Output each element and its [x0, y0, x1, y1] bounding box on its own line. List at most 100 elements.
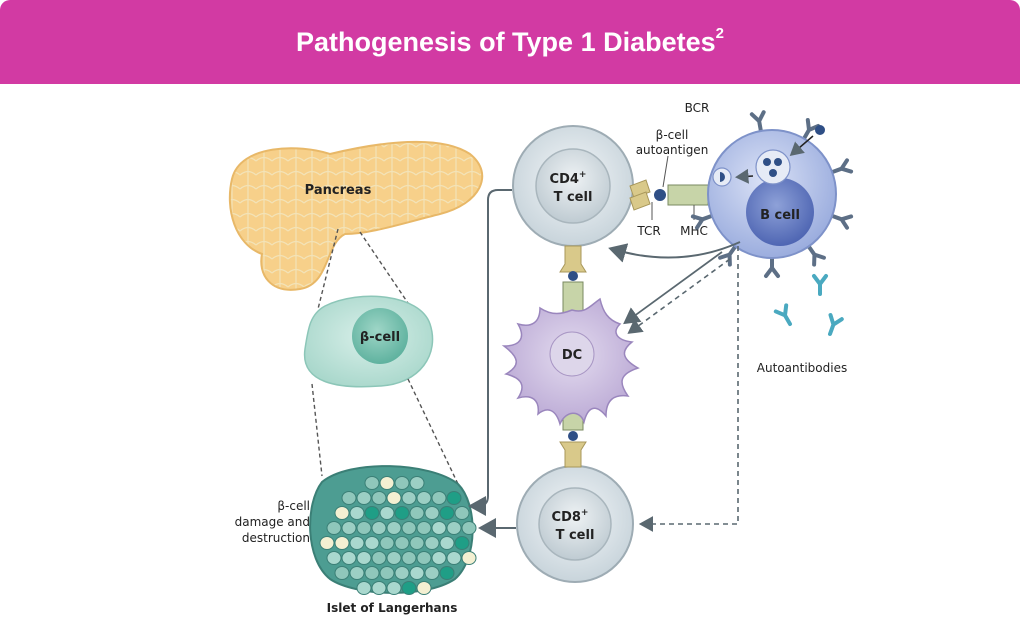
islet-cell [371, 521, 387, 535]
islet-cell [416, 581, 432, 595]
islet-cell [394, 506, 410, 520]
islet-cell [349, 566, 365, 580]
islet-cell [431, 551, 447, 565]
islet-cell [364, 506, 380, 520]
islet-cell [461, 521, 477, 535]
cd4-label-line2: T cell [554, 190, 593, 205]
bcell-to-cd8-arrow [638, 246, 739, 532]
title-footnote: 2 [715, 24, 724, 42]
pancreas-label: Pancreas [305, 183, 372, 198]
zoom-lines-bottom [311, 378, 459, 485]
cd8-t-cell: CD8+ T cell [516, 465, 634, 583]
cd4-t-cell: CD4+ T cell [512, 125, 634, 247]
islet-cell [326, 551, 342, 565]
endosome [755, 149, 791, 185]
islet-cell [394, 566, 410, 580]
islet-cell [394, 476, 410, 490]
islet-cell [364, 566, 380, 580]
islet-cell [379, 506, 395, 520]
islet-cell [371, 551, 387, 565]
bcell-to-dc-arrow [623, 251, 723, 325]
bcr-receptor [830, 213, 854, 230]
svg-text:CD8+: CD8+ [552, 508, 589, 525]
damage-label-line1: β-cell [277, 499, 310, 513]
islet-cell [401, 491, 417, 505]
islet-cell [356, 581, 372, 595]
autoantigen-label-line1: β-cell [656, 128, 689, 142]
islet-cell [379, 566, 395, 580]
islet-cell [431, 491, 447, 505]
islet-cell [401, 581, 417, 595]
islet-cell [371, 581, 387, 595]
svg-text:CD4+: CD4+ [550, 170, 587, 187]
cd4-label-line1: CD4 [550, 172, 579, 187]
bcr-receptor [830, 158, 854, 175]
islet-cell [319, 536, 335, 550]
cd8-label-line1: CD8 [552, 510, 581, 525]
bcr-receptor [806, 244, 826, 267]
islet-cell [341, 551, 357, 565]
cd4-nucleus [535, 148, 611, 224]
bcr-receptor [749, 110, 766, 133]
islet-cell [341, 521, 357, 535]
cd4-to-islet-arrow [468, 189, 512, 516]
islet-cell [416, 491, 432, 505]
bcell-to-cd4-arrow [608, 241, 741, 263]
bcr-label: BCR [685, 101, 710, 115]
islet-cell [386, 521, 402, 535]
islet-cell [439, 566, 455, 580]
header-banner: Pathogenesis of Type 1 Diabetes2 [0, 0, 1020, 84]
beta-cell-label: β-cell [360, 330, 400, 345]
islet-cell [364, 536, 380, 550]
dendritic-cell: DC [501, 297, 640, 427]
islet-cells [319, 476, 477, 595]
islet-cell [446, 521, 462, 535]
beta-cell-nucleus [352, 308, 408, 364]
damage-label-line2: damage and [235, 515, 310, 529]
bcr-receptors [690, 110, 854, 278]
damage-label: β-cell damage and destruction [235, 499, 310, 545]
page-title: Pathogenesis of Type 1 Diabetes2 [296, 24, 724, 58]
islet-cell [454, 536, 470, 550]
islet-cell [424, 536, 440, 550]
islet-cell [334, 566, 350, 580]
islet-cell [349, 506, 365, 520]
title-text: Pathogenesis of Type 1 Diabetes [296, 26, 716, 57]
autoantigen-peptide [654, 189, 666, 201]
cd4-bcell-synapse [629, 155, 709, 220]
beta-cell: β-cell [303, 295, 434, 388]
islet-cell [424, 506, 440, 520]
islet-cell [409, 536, 425, 550]
islet-cell [431, 521, 447, 535]
islet-cell [386, 491, 402, 505]
islet-cell [401, 521, 417, 535]
islet-cell [364, 476, 380, 490]
autoantibodies-group [773, 274, 844, 336]
islet-cell [326, 521, 342, 535]
islet-cell [409, 566, 425, 580]
islet-cell [416, 521, 432, 535]
islet-label: Islet of Langerhans [327, 601, 458, 615]
bcell-to-dc-dashed-arrow [627, 258, 731, 334]
cd4-dc-synapse [559, 245, 587, 319]
cd4-label-sup: + [579, 170, 587, 180]
b-cell-nucleus [746, 178, 814, 246]
islet-cell [386, 551, 402, 565]
zoom-lines-top [317, 228, 411, 310]
islet-cell [439, 536, 455, 550]
bcr-receptor [764, 256, 780, 278]
islet-cell [409, 476, 425, 490]
islet-cell [334, 536, 350, 550]
islet-cell [461, 551, 477, 565]
b-cell-label: B cell [760, 208, 800, 223]
pancreas-organ: Pancreas [228, 140, 484, 291]
cd8-nucleus [538, 487, 612, 561]
islet-cell [424, 566, 440, 580]
b-cell: B cell [690, 110, 854, 278]
bcr-receptor [690, 213, 714, 230]
islet-cell [394, 536, 410, 550]
damage-label-line3: destruction [242, 531, 310, 545]
islet-cell [356, 491, 372, 505]
islet-cell [416, 551, 432, 565]
islet-cell [356, 521, 372, 535]
